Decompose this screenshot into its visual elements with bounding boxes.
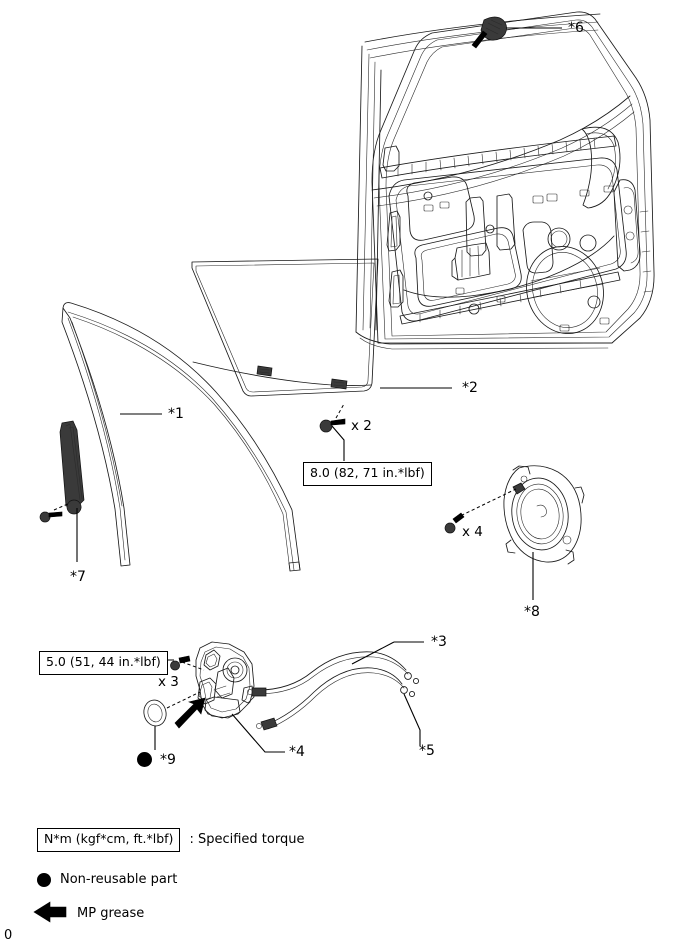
non-reusable-dot-icon xyxy=(37,872,51,887)
callout-ref-9: *9 xyxy=(160,752,176,768)
division-bar-part xyxy=(39,420,85,562)
callout-ref-5: *5 xyxy=(419,743,435,759)
speaker-assembly-part xyxy=(444,465,585,600)
qty-glass-bolts: x 2 xyxy=(351,418,372,434)
mp-grease-arrow-icon xyxy=(33,901,67,923)
non-reusable-dot-ref-9 xyxy=(137,752,152,767)
callout-ref-2: *2 xyxy=(462,380,478,396)
legend-torque-box: N*m (kgf*cm, ft.*lbf) xyxy=(37,828,181,852)
legend-mp-grease-row: MP grease xyxy=(68,906,144,921)
legend-torque-row: N*m (kgf*cm, ft.*lbf) : Specified torque xyxy=(37,828,304,852)
door-lock-assembly-part xyxy=(143,641,285,753)
callout-ref-3: *3 xyxy=(431,634,447,650)
callout-ref-7: *7 xyxy=(70,569,86,585)
torque-spec-glass-bolt: 8.0 (82, 71 in.*lbf) xyxy=(303,462,432,486)
callout-ref-6: *6 xyxy=(568,20,584,36)
torque-spec-lock-screw: 5.0 (51, 44 in.*lbf) xyxy=(39,651,168,675)
callout-ref-8: *8 xyxy=(524,604,540,620)
lock-control-cables xyxy=(247,641,424,746)
page-marker: 0 xyxy=(4,928,13,943)
glass-run-clip-part xyxy=(471,16,562,49)
qty-speaker-screws: x 4 xyxy=(462,524,483,540)
door-panel-assembly xyxy=(355,11,655,350)
callout-ref-4: *4 xyxy=(289,744,305,760)
front-door-glass-part xyxy=(191,258,452,397)
glass-mounting-bolt xyxy=(319,403,346,461)
legend-mp-grease-text: MP grease xyxy=(77,906,145,921)
legend-non-reusable-row: Non-reusable part xyxy=(37,872,177,887)
legend-torque-text: : Specified torque xyxy=(189,832,305,848)
door-glass-run-part xyxy=(61,302,301,572)
legend-non-reusable-text: Non-reusable part xyxy=(60,872,178,887)
qty-lock-screws: x 3 xyxy=(158,674,179,690)
callout-ref-1: *1 xyxy=(168,406,184,422)
